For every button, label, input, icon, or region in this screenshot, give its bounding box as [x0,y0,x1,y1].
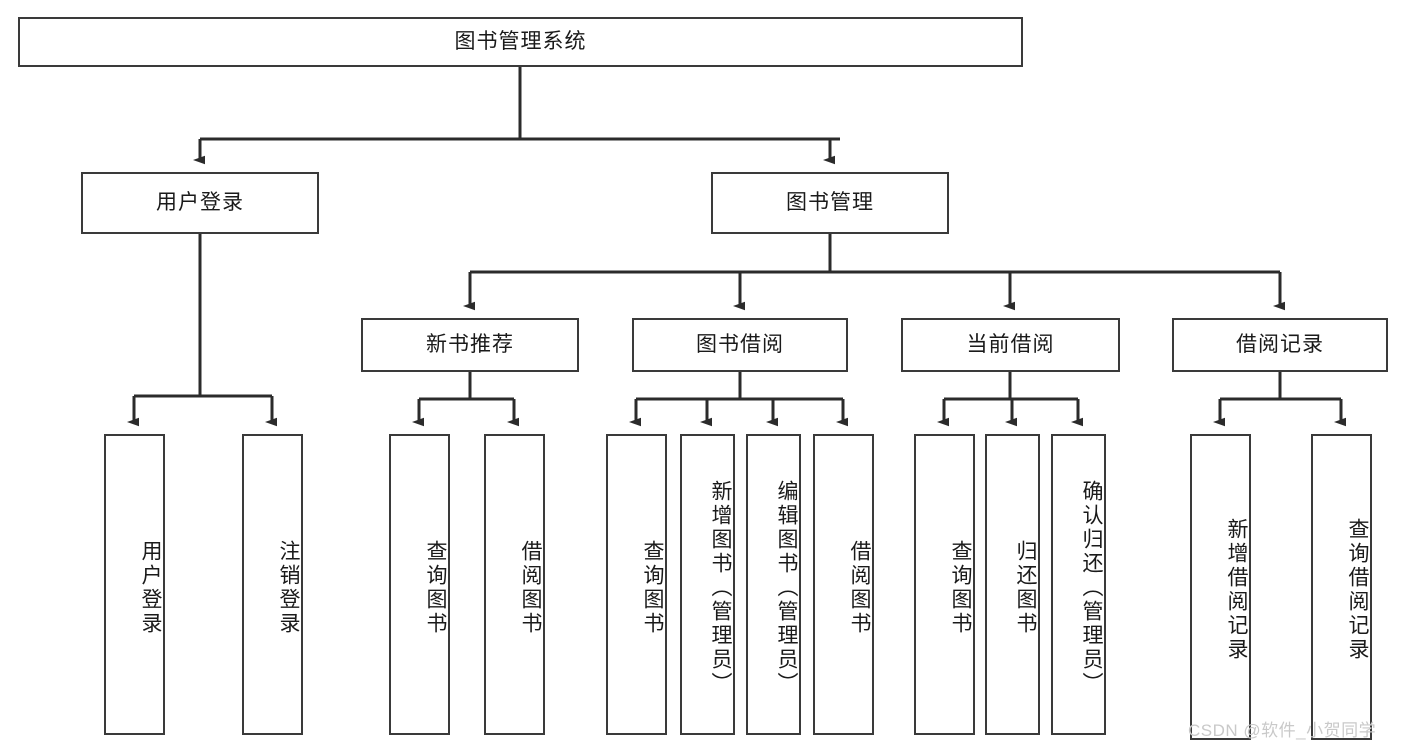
csdn-watermark: CSDN @软件_小贺同学 [1188,721,1377,740]
node-query-book-3[interactable]: 查询图书 [914,434,975,735]
node-query-borrow-record-label: 查询借阅记录 [1346,518,1370,662]
node-query-book-3-label: 查询图书 [949,539,973,636]
node-book-borrow[interactable]: 图书借阅 [632,318,848,372]
node-add-borrow-record[interactable]: 新增借阅记录 [1190,434,1251,740]
node-confirm-return-admin-label: 确认归还（管理员） [1080,479,1104,696]
node-query-book-1[interactable]: 查询图书 [389,434,450,735]
node-user-login-do-label: 用户登录 [139,539,163,636]
node-borrow-record-label: 借阅记录 [1236,332,1324,357]
node-borrow-book-2[interactable]: 借阅图书 [813,434,874,735]
node-return-book[interactable]: 归还图书 [985,434,1040,735]
node-book-manage-label: 图书管理 [786,190,874,215]
node-new-book-recommend[interactable]: 新书推荐 [361,318,579,372]
node-root-label: 图书管理系统 [454,29,587,54]
node-borrow-book-2-label: 借阅图书 [848,539,872,636]
node-current-borrow[interactable]: 当前借阅 [901,318,1120,372]
node-edit-book-admin-label: 编辑图书（管理员） [775,479,799,696]
node-return-book-label: 归还图书 [1014,539,1038,636]
node-query-book-2-label: 查询图书 [641,539,665,636]
node-add-book-admin[interactable]: 新增图书（管理员） [680,434,735,735]
node-borrow-record[interactable]: 借阅记录 [1172,318,1388,372]
node-book-manage[interactable]: 图书管理 [711,172,949,234]
node-book-borrow-label: 图书借阅 [696,332,784,357]
node-query-book-1-label: 查询图书 [424,539,448,636]
node-confirm-return-admin[interactable]: 确认归还（管理员） [1051,434,1106,735]
node-borrow-book-1[interactable]: 借阅图书 [484,434,545,735]
node-user-login-label: 用户登录 [156,190,244,215]
node-new-book-recommend-label: 新书推荐 [426,332,514,357]
node-add-borrow-record-label: 新增借阅记录 [1225,518,1249,662]
node-user-logout[interactable]: 注销登录 [242,434,303,735]
node-add-book-admin-label: 新增图书（管理员） [709,479,733,696]
node-current-borrow-label: 当前借阅 [966,332,1055,357]
node-user-logout-label: 注销登录 [277,539,301,636]
node-query-book-2[interactable]: 查询图书 [606,434,667,735]
node-query-borrow-record[interactable]: 查询借阅记录 [1311,434,1372,740]
node-edit-book-admin[interactable]: 编辑图书（管理员） [746,434,801,735]
node-user-login[interactable]: 用户登录 [81,172,319,234]
node-root[interactable]: 图书管理系统 [18,17,1023,67]
node-borrow-book-1-label: 借阅图书 [519,539,543,636]
node-user-login-do[interactable]: 用户登录 [104,434,165,735]
